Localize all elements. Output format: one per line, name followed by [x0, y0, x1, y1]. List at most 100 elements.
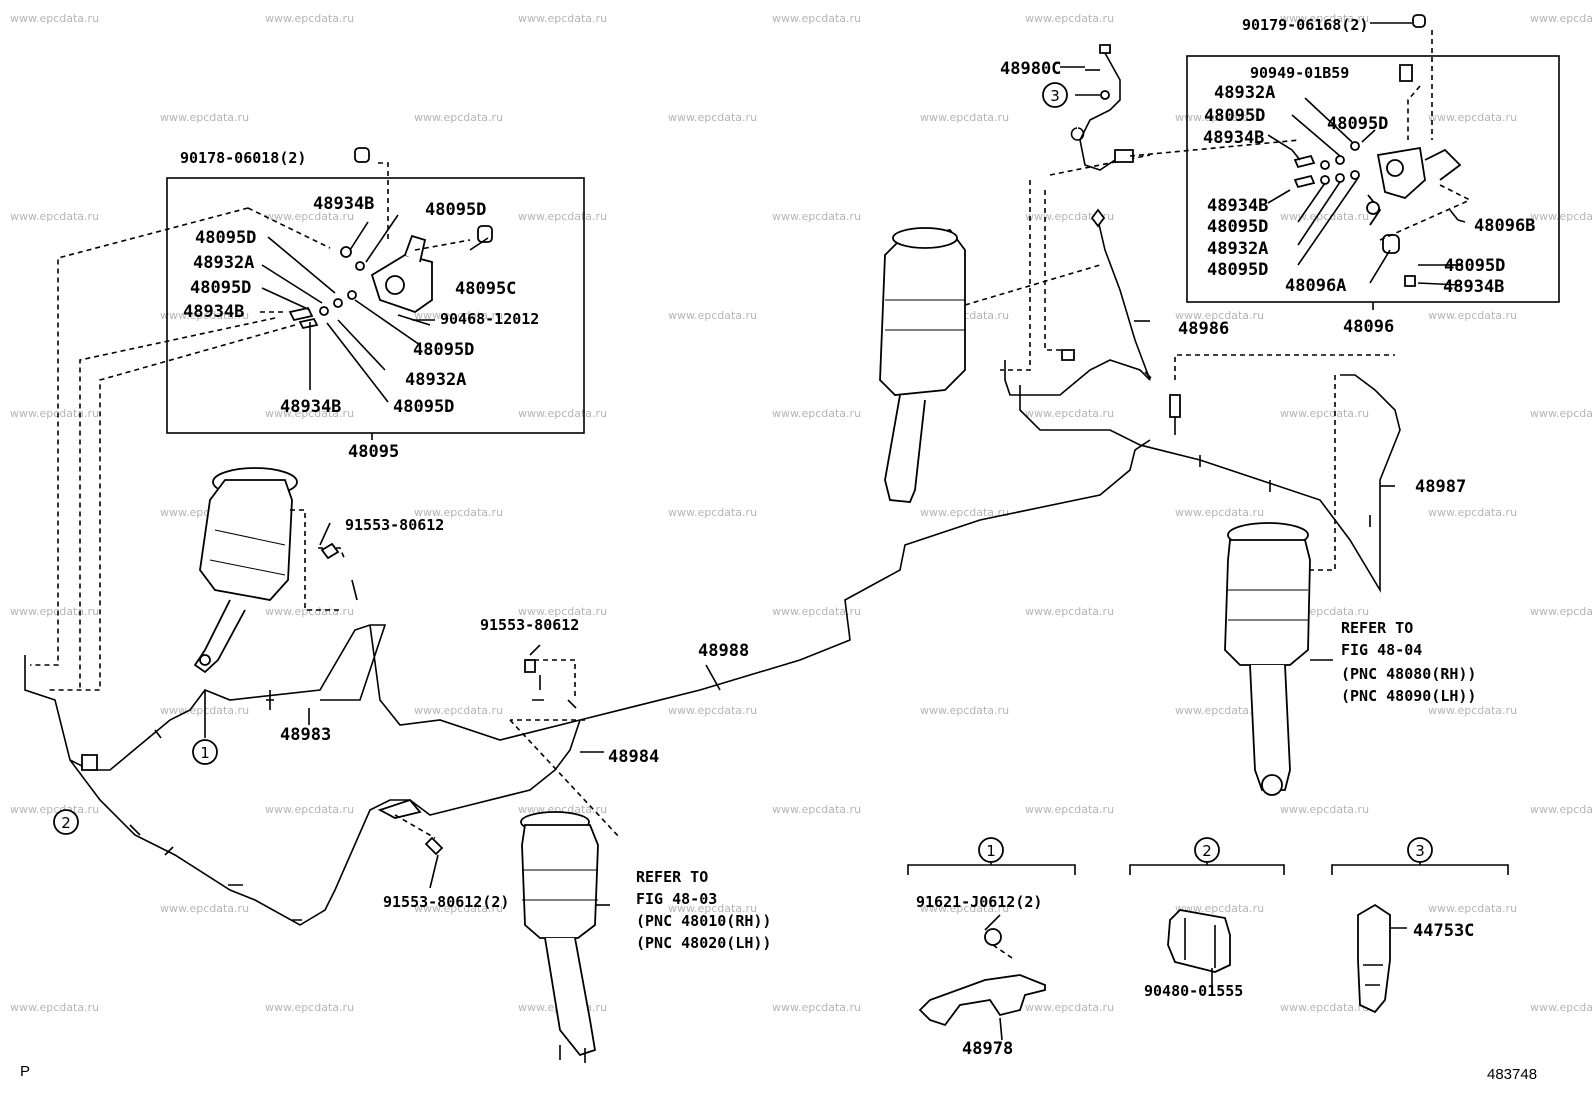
label-48095D-left-3[interactable]: 48095D — [190, 278, 251, 298]
front-left-air-strut-upper — [193, 467, 358, 674]
label-48934B-left-1[interactable]: 48934B — [313, 194, 374, 214]
label-91553-80612-a[interactable]: 91553-80612 — [345, 516, 444, 534]
watermark-text: www.epcdata.ru — [668, 309, 757, 322]
label-48932A-left-1[interactable]: 48932A — [193, 253, 254, 273]
watermark-text: www.epcdata.ru — [160, 902, 249, 915]
callout-1-group-header: 1 — [978, 837, 1004, 863]
watermark-text: www.epcdata.ru — [414, 704, 503, 717]
refer-rear-line4: (PNC 48090(LH)) — [1341, 687, 1476, 705]
label-48932A-left-2[interactable]: 48932A — [405, 370, 466, 390]
watermark-text: www.epcdata.ru — [414, 111, 503, 124]
watermark-text: www.epcdata.ru — [772, 605, 861, 618]
label-48978[interactable]: 48978 — [962, 1039, 1013, 1059]
watermark-text: www.epcdata.ru — [1280, 407, 1369, 420]
rear-left-air-strut — [879, 227, 1101, 503]
refer-note-front: REFER TO FIG 48-03 (PNC 48010(RH)) (PNC … — [636, 868, 771, 952]
label-48934B-left-3[interactable]: 48934B — [280, 397, 341, 417]
rear-right-air-strut — [1224, 522, 1311, 796]
label-90480-01555[interactable]: 90480-01555 — [1144, 982, 1243, 1000]
label-91553-80612-b[interactable]: 91553-80612 — [480, 616, 579, 634]
callout-3-group-header: 3 — [1407, 837, 1433, 863]
label-48095D-left-4[interactable]: 48095D — [413, 340, 474, 360]
figure-number: 483748 — [1487, 1066, 1537, 1083]
watermark-text: www.epcdata.ru — [668, 704, 757, 717]
watermark-text: www.epcdata.ru — [1280, 803, 1369, 816]
watermark-text: www.epcdata.ru — [1025, 12, 1114, 25]
watermark-text: www.epcdata.ru — [1530, 1001, 1592, 1014]
label-90179-06168[interactable]: 90179-06168(2) — [1242, 16, 1368, 34]
label-48095D-right-3[interactable]: 48095D — [1207, 217, 1268, 237]
watermark-text: www.epcdata.ru — [772, 210, 861, 223]
label-48095D-right-1[interactable]: 48095D — [1204, 106, 1265, 126]
refer-rear-line2[interactable]: FIG 48-04 — [1341, 641, 1422, 659]
watermark-text: www.epcdata.ru — [1280, 1001, 1369, 1014]
front-right-air-strut — [520, 811, 599, 1063]
refer-front-line4: (PNC 48020(LH)) — [636, 934, 771, 952]
watermark-text: www.epcdata.ru — [920, 902, 1009, 915]
label-48986[interactable]: 48986 — [1178, 319, 1229, 339]
watermark-text: www.epcdata.ru — [160, 309, 249, 322]
watermark-text: www.epcdata.ru — [1428, 111, 1517, 124]
callout-1-on-harness: 1 — [192, 739, 218, 765]
label-48096[interactable]: 48096 — [1343, 317, 1394, 337]
label-91621-J0612[interactable]: 91621-J0612(2) — [916, 893, 1042, 911]
watermark-text: www.epcdata.ru — [1530, 12, 1592, 25]
label-48096A[interactable]: 48096A — [1285, 276, 1346, 296]
label-90949-01B59[interactable]: 90949-01B59 — [1250, 64, 1349, 82]
label-48932A-right-2[interactable]: 48932A — [1207, 239, 1268, 259]
callout-3-header-label: 3 — [1415, 842, 1425, 860]
refer-rear-line3: (PNC 48080(RH)) — [1341, 665, 1476, 683]
watermark-text: www.epcdata.ru — [1025, 210, 1114, 223]
label-48095D-left-1[interactable]: 48095D — [425, 200, 486, 220]
label-48095[interactable]: 48095 — [348, 442, 399, 462]
label-48095D-left-2[interactable]: 48095D — [195, 228, 256, 248]
label-90178-06018[interactable]: 90178-06018(2) — [180, 149, 306, 167]
watermark-text: www.epcdata.ru — [1428, 506, 1517, 519]
watermark-text: www.epcdata.ru — [10, 210, 99, 223]
label-48934B-right-2[interactable]: 48934B — [1207, 196, 1268, 216]
watermark-text: www.epcdata.ru — [1175, 111, 1264, 124]
label-48987[interactable]: 48987 — [1415, 477, 1466, 497]
watermark-text: www.epcdata.ru — [772, 1001, 861, 1014]
callout-3-label: 3 — [1050, 87, 1060, 105]
label-48934B-right-3[interactable]: 48934B — [1443, 277, 1504, 297]
watermark-text: www.epcdata.ru — [1530, 605, 1592, 618]
refer-front-line2[interactable]: FIG 48-03 — [636, 890, 717, 908]
callout-group-2-brackets — [1129, 862, 1285, 973]
label-48096B[interactable]: 48096B — [1474, 216, 1535, 236]
label-48984[interactable]: 48984 — [608, 747, 659, 767]
label-48934B-left-2[interactable]: 48934B — [183, 302, 244, 322]
watermark-text: www.epcdata.ru — [1428, 309, 1517, 322]
watermark-text: www.epcdata.ru — [265, 407, 354, 420]
callout-group-1-brackets — [907, 862, 1076, 1027]
label-48932A-right-1[interactable]: 48932A — [1214, 83, 1275, 103]
label-48095C[interactable]: 48095C — [455, 279, 516, 299]
watermark-text: www.epcdata.ru — [1428, 902, 1517, 915]
label-48095D-right-5[interactable]: 48095D — [1444, 256, 1505, 276]
watermark-text: www.epcdata.ru — [1428, 704, 1517, 717]
wire-harness-48983 — [24, 624, 387, 771]
label-48095D-right-4[interactable]: 48095D — [1207, 260, 1268, 280]
watermark-text: www.epcdata.ru — [518, 407, 607, 420]
watermark-text: www.epcdata.ru — [668, 902, 757, 915]
label-48095D-left-5[interactable]: 48095D — [393, 397, 454, 417]
refer-note-rear: REFER TO FIG 48-04 (PNC 48080(RH)) (PNC … — [1341, 619, 1476, 705]
label-48988[interactable]: 48988 — [698, 641, 749, 661]
wire-harness-48984 — [69, 719, 621, 926]
label-48934B-right-1[interactable]: 48934B — [1203, 128, 1264, 148]
watermark-text: www.epcdata.ru — [668, 506, 757, 519]
watermark-text: www.epcdata.ru — [518, 12, 607, 25]
label-91553-80612-2[interactable]: 91553-80612(2) — [383, 893, 509, 911]
label-44753C[interactable]: 44753C — [1413, 921, 1474, 941]
watermark-text: www.epcdata.ru — [414, 309, 503, 322]
label-48095D-right-2[interactable]: 48095D — [1327, 114, 1388, 134]
wire-48980C — [1070, 44, 1301, 171]
callout-group-3-brackets — [1331, 862, 1509, 1014]
label-48980C[interactable]: 48980C — [1000, 59, 1061, 79]
label-90468-12012[interactable]: 90468-12012 — [440, 310, 539, 328]
watermark-text: www.epcdata.ru — [1025, 803, 1114, 816]
watermark-text: www.epcdata.ru — [920, 506, 1009, 519]
part-labels: 90178-06018(2) 48934B 48095D 48095D 4893… — [180, 16, 1535, 1059]
height-sensor-rear-box — [1186, 14, 1560, 310]
label-48983[interactable]: 48983 — [280, 725, 331, 745]
